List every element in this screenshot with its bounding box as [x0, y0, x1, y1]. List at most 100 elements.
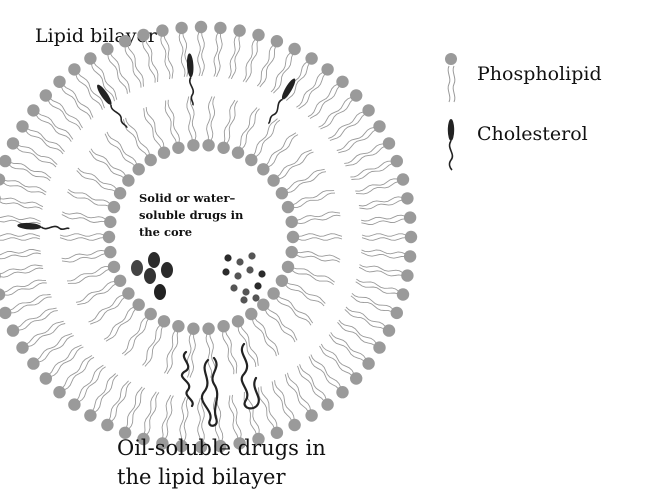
- phospholipid-inner: [75, 274, 127, 306]
- legend: Phospholipid Cholesterol: [445, 53, 602, 171]
- water-soluble-drug-dot: [230, 284, 238, 292]
- phospholipid-inner: [275, 168, 327, 200]
- phospholipid-outer: [270, 42, 301, 94]
- phospholipid-outer: [355, 278, 410, 301]
- phospholipid-outer: [0, 249, 41, 260]
- phospholipid-inner: [231, 107, 260, 159]
- phospholipid-inner: [66, 260, 121, 284]
- phospholipid-outer: [284, 372, 318, 422]
- phospholipid-inner: [275, 274, 326, 307]
- water-soluble-drug-dot: [248, 252, 256, 260]
- phospholipid-outer: [27, 104, 74, 142]
- phospholipid-outer: [0, 264, 44, 279]
- phospholipid-outer: [242, 28, 265, 83]
- phospholipid-inner: [217, 320, 238, 375]
- phospholipid-outer: [328, 104, 375, 141]
- phospholipid-outer: [256, 35, 284, 88]
- phospholipid-outer: [361, 249, 417, 263]
- phospholipid-outer: [319, 343, 363, 385]
- phospholipid-outer: [0, 195, 44, 210]
- cholesterol-molecule: [17, 222, 70, 231]
- solid-drug-particle: [161, 262, 173, 278]
- phospholipid-inner: [61, 211, 117, 229]
- phospholipid-outer: [194, 397, 208, 454]
- solid-drug-particle: [154, 284, 166, 300]
- legend-phospholipid-label: Phospholipid: [477, 63, 602, 85]
- phospholipid-inner: [76, 167, 127, 200]
- phospholipid-outer: [16, 320, 66, 354]
- phospholipid-outer: [175, 21, 189, 77]
- phospholipid-inner: [186, 322, 200, 378]
- phospholipid-outer: [6, 137, 58, 168]
- oil-soluble-drug-molecules: [180, 342, 260, 427]
- phospholipid-outer: [271, 380, 301, 432]
- phospholipid-outer: [68, 63, 105, 110]
- water-soluble-drug-dot: [252, 294, 260, 302]
- phospholipid-outer: [6, 307, 58, 337]
- phospholipid-outer: [350, 154, 403, 180]
- core-label-line-3: the core: [139, 225, 192, 239]
- water-soluble-drug-dot: [246, 266, 254, 274]
- phospholipid-outer: [156, 24, 174, 80]
- core-label-line-1: Solid or water–: [139, 191, 236, 205]
- phospholipid-outer: [336, 120, 386, 154]
- water-soluble-drug-dot: [224, 254, 232, 262]
- phospholipid-inner: [245, 307, 280, 357]
- phospholipid-inner: [285, 245, 341, 263]
- phospholipid-inner: [164, 320, 185, 375]
- phospholipid-outer: [27, 333, 74, 370]
- solid-drug-particle: [148, 252, 160, 268]
- water-soluble-drug-dot: [254, 282, 262, 290]
- oil-drug-chain: [201, 356, 219, 427]
- cholesterol-molecule: [267, 78, 296, 125]
- phospholipid-outer: [0, 294, 52, 320]
- phospholipid-inner: [202, 96, 216, 152]
- legend-cholesterol-label: Cholesterol: [477, 123, 588, 145]
- legend-phospholipid-icon: [445, 53, 457, 103]
- phospholipid-inner: [267, 287, 314, 326]
- phospholipid-inner: [281, 260, 335, 286]
- phospholipid-outer: [0, 215, 41, 225]
- phospholipid-outer: [53, 355, 95, 399]
- phospholipid-outer: [101, 42, 131, 94]
- outer-leaflet: [0, 20, 418, 454]
- phospholipid-inner: [143, 107, 171, 159]
- phospholipid-outer: [0, 173, 47, 196]
- phospholipid-outer: [296, 63, 334, 110]
- phospholipid-outer: [137, 391, 160, 446]
- water-soluble-drug-dot: [242, 288, 250, 296]
- phospholipid-inner: [245, 118, 281, 167]
- phospholipid-inner: [67, 188, 121, 214]
- phospholipid-outer: [118, 386, 146, 439]
- core-label: Solid or water– soluble drugs in the cor…: [139, 191, 244, 239]
- phospholipid-outer: [194, 20, 208, 77]
- phospholipid-outer: [318, 89, 363, 130]
- phospholipid-outer: [258, 386, 284, 439]
- phospholipid-outer: [68, 364, 106, 411]
- phospholipid-inner: [88, 148, 135, 187]
- phospholipid-inner: [257, 298, 298, 343]
- phospholipid-inner: [122, 117, 157, 167]
- phospholipid-outer: [344, 137, 396, 167]
- phospholipid-inner: [267, 149, 314, 187]
- phospholipid-inner: [186, 96, 200, 152]
- phospholipid-outer: [0, 233, 41, 241]
- phospholipid-inner: [231, 315, 259, 367]
- phospholipid-outer: [228, 394, 246, 450]
- phospholipid-inner: [286, 230, 343, 244]
- phospholipid-inner: [281, 190, 336, 214]
- solid-drug-particle: [131, 260, 143, 276]
- phospholipid-outer: [228, 24, 246, 80]
- cholesterol-molecule: [186, 53, 195, 106]
- phospholipid-outer: [16, 120, 65, 155]
- phospholipid-outer: [213, 21, 227, 77]
- phospholipid-outer: [307, 75, 349, 119]
- water-soluble-drug-dot: [234, 272, 242, 280]
- phospholipid-outer: [358, 264, 414, 282]
- phospholipid-outer: [137, 28, 159, 83]
- phospholipid-inner: [59, 230, 116, 244]
- phospholipid-outer: [101, 380, 132, 432]
- phospholipid-inner: [285, 211, 341, 229]
- phospholipid-outer: [328, 332, 375, 370]
